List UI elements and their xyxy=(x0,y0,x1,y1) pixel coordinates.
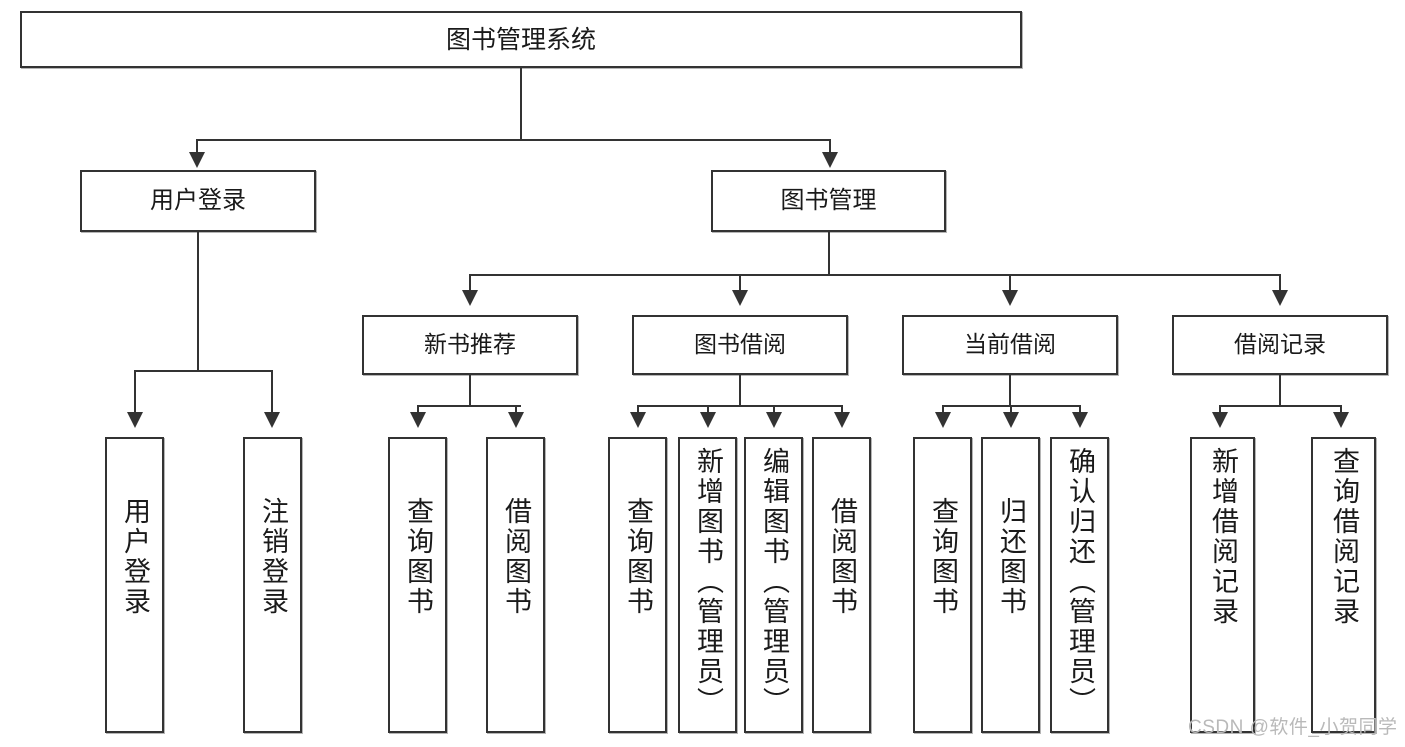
connector-drop-leaf-4 xyxy=(515,405,517,417)
arrowhead-icon-leaf-3 xyxy=(410,412,426,428)
node-label: 借阅图书 xyxy=(827,497,857,617)
arrowhead-icon-user-login xyxy=(189,152,205,168)
connector-drop-leaf-12 xyxy=(1219,405,1221,417)
arrowhead-icon-leaf-8 xyxy=(834,412,850,428)
connector-drop-leaf-2 xyxy=(271,370,273,417)
leaf-return-book[interactable]: 归还图书 xyxy=(981,437,1040,733)
connector-drop-leaf-7 xyxy=(773,405,775,417)
arrowhead-icon-leaf-9 xyxy=(935,412,951,428)
leaf-add-book-admin[interactable]: 新增图书（管理员） xyxy=(678,437,737,733)
leaf-add-borrow-record[interactable]: 新增借阅记录 xyxy=(1190,437,1255,733)
arrowhead-icon-leaf-13 xyxy=(1333,412,1349,428)
node-label: 图书管理系统 xyxy=(445,25,596,54)
connector-drop-current xyxy=(1009,274,1011,296)
node-new-book-recommend[interactable]: 新书推荐 xyxy=(362,315,578,375)
node-label: 编辑图书（管理员） xyxy=(759,447,789,717)
arrowhead-icon-newbook xyxy=(462,290,478,306)
connector-drop-user-login xyxy=(196,139,198,157)
node-book-management[interactable]: 图书管理 xyxy=(711,170,946,232)
connector-drop-leaf-8 xyxy=(841,405,843,417)
connector-drop-leaf-6 xyxy=(707,405,709,417)
connector-borrow-bus xyxy=(637,405,841,407)
leaf-query-book-borrow[interactable]: 查询图书 xyxy=(608,437,667,733)
node-label: 注销登录 xyxy=(258,497,288,617)
connector-root-stem xyxy=(520,68,522,140)
connector-drop-book-manage xyxy=(829,139,831,157)
arrowhead-icon-leaf-5 xyxy=(630,412,646,428)
node-label: 确认归还（管理员） xyxy=(1065,447,1095,717)
arrowhead-icon-leaf-12 xyxy=(1212,412,1228,428)
node-label: 用户登录 xyxy=(120,497,150,617)
connector-user-login-bus xyxy=(134,370,273,372)
connector-record-stem xyxy=(1279,375,1281,407)
arrowhead-icon-book-manage xyxy=(822,152,838,168)
arrowhead-icon-leaf-4 xyxy=(508,412,524,428)
node-label: 新书推荐 xyxy=(424,331,516,358)
arrowhead-icon-current xyxy=(1002,290,1018,306)
leaf-edit-book-admin[interactable]: 编辑图书（管理员） xyxy=(744,437,803,733)
connector-drop-leaf-1 xyxy=(134,370,136,417)
leaf-user-login[interactable]: 用户登录 xyxy=(105,437,164,733)
node-label: 查询图书 xyxy=(403,497,433,617)
node-label: 新增借阅记录 xyxy=(1208,447,1238,627)
connector-current-stem xyxy=(1009,375,1011,407)
connector-drop-leaf-5 xyxy=(637,405,639,417)
leaf-query-book-newbook[interactable]: 查询图书 xyxy=(388,437,447,733)
connector-level3-bus xyxy=(469,274,1281,276)
leaf-query-book-current[interactable]: 查询图书 xyxy=(913,437,972,733)
connector-drop-leaf-11 xyxy=(1079,405,1081,417)
arrowhead-icon-record xyxy=(1272,290,1288,306)
arrowhead-icon-leaf-11 xyxy=(1072,412,1088,428)
node-user-login[interactable]: 用户登录 xyxy=(80,170,316,232)
node-label: 查询借阅记录 xyxy=(1329,447,1359,627)
leaf-borrow-book[interactable]: 借阅图书 xyxy=(812,437,871,733)
connector-book-manage-stem xyxy=(828,232,830,276)
connector-drop-record xyxy=(1279,274,1281,296)
node-label: 图书借阅 xyxy=(694,331,786,358)
watermark-text: CSDN @软件_小贺同学 xyxy=(1188,717,1398,738)
connector-drop-newbook xyxy=(469,274,471,296)
connector-drop-leaf-10 xyxy=(1010,405,1012,417)
leaf-query-borrow-record[interactable]: 查询借阅记录 xyxy=(1311,437,1376,733)
connector-borrow-stem xyxy=(739,375,741,407)
connector-drop-leaf-9 xyxy=(942,405,944,417)
connector-newbook-bus xyxy=(417,405,521,407)
connector-drop-borrow xyxy=(739,274,741,296)
arrowhead-icon-leaf-7 xyxy=(766,412,782,428)
node-label: 查询图书 xyxy=(928,497,958,617)
arrowhead-icon-borrow xyxy=(732,290,748,306)
node-label: 借阅图书 xyxy=(501,497,531,617)
node-label: 归还图书 xyxy=(996,497,1026,617)
node-label: 借阅记录 xyxy=(1234,331,1326,358)
node-label: 当前借阅 xyxy=(964,331,1056,358)
connector-drop-leaf-13 xyxy=(1340,405,1342,417)
arrowhead-icon-leaf-2 xyxy=(264,412,280,428)
connector-newbook-stem xyxy=(469,375,471,407)
arrowhead-icon-leaf-1 xyxy=(127,412,143,428)
node-root-system[interactable]: 图书管理系统 xyxy=(20,11,1022,68)
leaf-logout[interactable]: 注销登录 xyxy=(243,437,302,733)
arrowhead-icon-leaf-6 xyxy=(700,412,716,428)
connector-record-bus xyxy=(1219,405,1341,407)
node-label: 查询图书 xyxy=(623,497,653,617)
leaf-confirm-return-admin[interactable]: 确认归还（管理员） xyxy=(1050,437,1109,733)
leaf-borrow-book-newbook[interactable]: 借阅图书 xyxy=(486,437,545,733)
node-current-borrow[interactable]: 当前借阅 xyxy=(902,315,1118,375)
arrowhead-icon-leaf-10 xyxy=(1003,412,1019,428)
connector-drop-leaf-3 xyxy=(417,405,419,417)
node-label: 图书管理 xyxy=(780,186,877,214)
node-borrow-record[interactable]: 借阅记录 xyxy=(1172,315,1388,375)
connector-level2-bus xyxy=(196,139,830,141)
node-book-borrow[interactable]: 图书借阅 xyxy=(632,315,848,375)
node-label: 新增图书（管理员） xyxy=(693,447,723,717)
node-label: 用户登录 xyxy=(150,186,246,214)
connector-user-login-stem xyxy=(197,232,199,371)
